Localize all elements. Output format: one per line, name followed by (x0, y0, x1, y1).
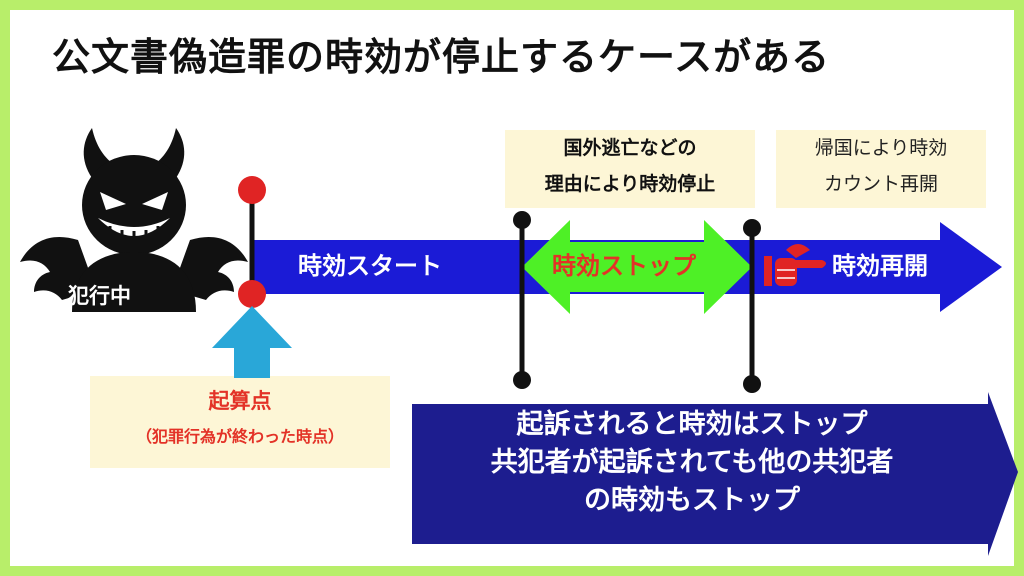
resume-reason-line-2: カウント再開 (823, 173, 938, 195)
stop-reason-note: 国外逃亡などの 理由により時効停止 (505, 130, 755, 208)
start-marker-bottom (238, 280, 266, 308)
devil-label: 犯行中 (68, 284, 131, 308)
stop-post-right-bottom-dot (743, 375, 761, 393)
callout-line-1: 起訴されると時効はストップ (516, 409, 868, 440)
start-point-note: 起算点 （犯罪行為が終わった時点） (90, 376, 390, 468)
timeline-stop-label: 時効ストップ (552, 252, 696, 280)
stop-reason-line-2: 理由により時効停止 (544, 173, 716, 195)
timeline-resume-label: 時効再開 (832, 252, 928, 280)
stop-post-left-top-dot (513, 211, 531, 229)
stop-post-left-bottom-dot (513, 371, 531, 389)
callout-text: 起訴されると時効はストップ 共犯者が起訴されても他の共犯者 の時効もストップ (412, 402, 972, 546)
callout-line-3: の時効もストップ (584, 485, 800, 516)
resume-reason-note: 帰国により時効 カウント再開 (776, 130, 986, 208)
start-point-detail: （犯罪行為が終わった時点） (135, 427, 344, 446)
callout-arrow (412, 392, 1018, 556)
devil-icon (20, 128, 248, 312)
stop-reason-line-1: 国外逃亡などの (563, 137, 697, 159)
page-title: 公文書偽造罪の時効が停止するケースがある (52, 35, 831, 79)
timeline-start-label: 時効スタート (298, 252, 442, 280)
callout-line-2: 共犯者が起訴されても他の共犯者 (490, 447, 894, 478)
stop-post-right-top-dot (743, 219, 761, 237)
resume-reason-line-1: 帰国により時効 (814, 137, 948, 159)
start-marker-top (238, 176, 266, 204)
start-up-arrow (212, 306, 292, 378)
pointing-hand-icon (764, 244, 826, 286)
start-point-title: 起算点 (208, 389, 272, 413)
stop-double-arrow (522, 220, 752, 314)
